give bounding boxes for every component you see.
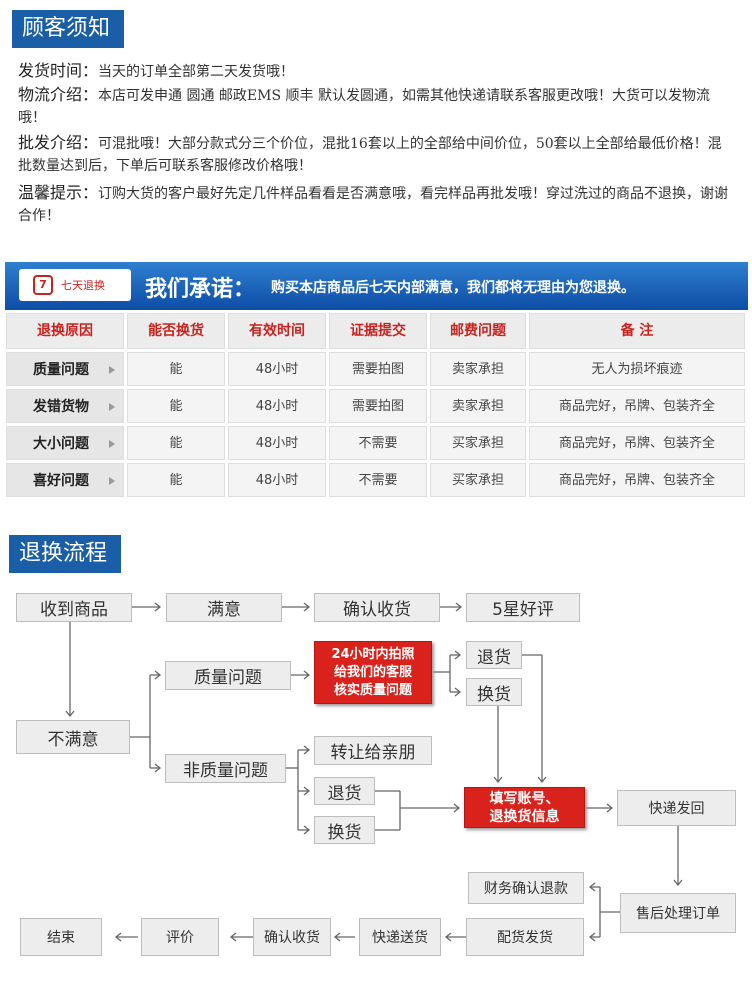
table-row-label: 质量问题: [6, 352, 124, 386]
flow-node-return: 退货: [314, 777, 375, 805]
table-header-cell: 有效时间: [228, 313, 326, 349]
flow-node-end: 结束: [20, 918, 102, 956]
flow-node-confirm-receipt: 确认收货: [314, 593, 440, 622]
arrow-right-icon: [109, 440, 115, 448]
flow-node-ship-goods: 配货发货: [466, 918, 584, 956]
table-cell: 能: [127, 426, 225, 460]
flow-node-confirm-receipt-final: 确认收货: [253, 918, 331, 956]
arrow-right-icon: [109, 477, 115, 485]
flow-node-finance-refund: 财务确认退款: [468, 872, 584, 904]
flow-section-title: 退换流程: [9, 535, 121, 573]
table-cell: 商品完好，吊牌、包装齐全: [529, 463, 745, 497]
table-row-label: 大小问题: [6, 426, 124, 460]
flow-node-review: 评价: [141, 918, 219, 956]
flow-node-exchange: 换货: [466, 678, 522, 706]
badge-label: 七天退换: [61, 279, 105, 292]
table-cell: 卖家承担: [430, 352, 526, 386]
flow-node-fill-info: 填写账号、 退换货信息: [464, 787, 585, 828]
table-cell: 商品完好，吊牌、包装齐全: [529, 426, 745, 460]
table-cell: 买家承担: [430, 463, 526, 497]
flow-node-return: 退货: [466, 641, 522, 669]
notice-tips: 温馨提示：订购大货的客户最好先定几件样品看看是否满意哦，看完样品再批发哦！穿过洗…: [18, 182, 734, 227]
table-header-cell: 备 注: [529, 313, 745, 349]
flow-node-express-delivery: 快递送货: [359, 918, 441, 956]
flow-node-exchange: 换货: [314, 816, 375, 844]
notice-shipping-time: 发货时间：当天的订单全部第二天发货哦！: [18, 60, 734, 83]
table-cell: 买家承担: [430, 426, 526, 460]
table-header-cell: 邮费问题: [430, 313, 526, 349]
table-cell: 能: [127, 389, 225, 423]
arrow-right-icon: [109, 403, 115, 411]
notice-section-title: 顾客须知: [12, 10, 124, 48]
table-cell: 需要拍图: [329, 389, 427, 423]
notice-label: 温馨提示：: [18, 183, 99, 202]
row-label-text: 大小问题: [33, 436, 89, 452]
notice-label: 批发介绍：: [18, 133, 99, 152]
flow-node-satisfied: 满意: [166, 593, 282, 622]
promise-banner: 7 七天退换 我们承诺： 购买本店商品后七天内部满意，我们都将无理由为您退换。: [5, 262, 748, 310]
table-cell: 能: [127, 352, 225, 386]
notice-text: 订购大货的客户最好先定几件样品看看是否满意哦，看完样品再批发哦！穿过洗过的商品不…: [18, 186, 729, 224]
notice-text: 当天的订单全部第二天发货哦！: [98, 64, 295, 80]
notice-text: 本店可发申通 圆通 邮政EMS 顺丰 默认发圆通，如需其他快递请联系客服更改哦！…: [18, 88, 710, 126]
row-label-text: 喜好问题: [33, 473, 89, 489]
table-cell: 商品完好，吊牌、包装齐全: [529, 389, 745, 423]
flow-node-unsatisfied: 不满意: [16, 720, 130, 754]
table-cell: 48小时: [228, 426, 326, 460]
table-cell: 需要拍图: [329, 352, 427, 386]
notice-logistics: 物流介绍：本店可发申通 圆通 邮政EMS 顺丰 默认发圆通，如需其他快递请联系客…: [18, 84, 734, 129]
notice-label: 物流介绍：: [18, 85, 99, 104]
seven-day-icon: 7: [33, 275, 53, 295]
table-cell: 不需要: [329, 463, 427, 497]
flow-node-quality-issue: 质量问题: [165, 661, 291, 690]
flow-node-received: 收到商品: [16, 593, 132, 622]
table-header-cell: 退换原因: [6, 313, 124, 349]
row-label-text: 质量问题: [33, 362, 89, 378]
arrow-right-icon: [109, 366, 115, 374]
table-cell: 48小时: [228, 352, 326, 386]
flow-node-after-sales: 售后处理订单: [620, 893, 736, 933]
table-cell: 48小时: [228, 463, 326, 497]
promise-subtitle: 购买本店商品后七天内部满意，我们都将无理由为您退换。: [271, 280, 635, 296]
flow-node-photo-verify: 24小时内拍照 给我们的客服 核实质量问题: [314, 641, 432, 704]
table-header-cell: 能否换货: [127, 313, 225, 349]
notice-label: 发货时间：: [18, 61, 99, 80]
table-cell: 不需要: [329, 426, 427, 460]
flow-node-five-star-review: 5星好评: [466, 593, 580, 622]
flow-node-transfer: 转让给亲朋: [314, 736, 432, 765]
notice-wholesale: 批发介绍：可混批哦！大部分款式分三个价位，混批16套以上的全部给中间价位，50套…: [18, 132, 734, 177]
table-cell: 卖家承担: [430, 389, 526, 423]
flow-node-non-quality-issue: 非质量问题: [165, 754, 286, 783]
table-cell: 48小时: [228, 389, 326, 423]
row-label-text: 发错货物: [33, 399, 89, 415]
seven-day-return-badge: 7 七天退换: [19, 269, 131, 301]
promise-title: 我们承诺：: [145, 277, 256, 302]
table-header-cell: 证据提交: [329, 313, 427, 349]
table-row-label: 发错货物: [6, 389, 124, 423]
table-cell: 能: [127, 463, 225, 497]
flow-node-express-back: 快递发回: [617, 790, 736, 826]
table-cell: 无人为损坏痕迹: [529, 352, 745, 386]
arrowheads: [65, 602, 683, 942]
notice-text: 可混批哦！大部分款式分三个价位，混批16套以上的全部给中间价位，50套以上全部给…: [18, 136, 722, 174]
table-row-label: 喜好问题: [6, 463, 124, 497]
